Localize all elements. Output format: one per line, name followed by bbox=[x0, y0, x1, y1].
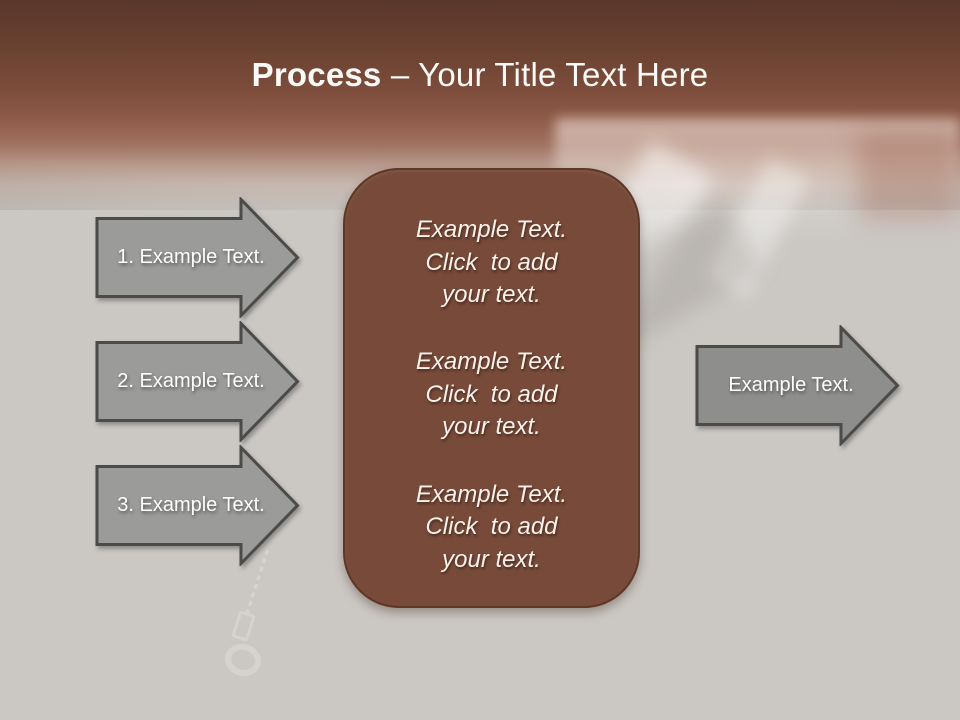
title-keyword: Process bbox=[251, 56, 382, 93]
slide-title: Process – Your Title Text Here bbox=[0, 53, 960, 97]
process-summary-box: Example Text. Click to add your text. Ex… bbox=[343, 168, 640, 608]
watermark-slider bbox=[231, 610, 256, 642]
arrow-output-label: Example Text. bbox=[728, 374, 854, 396]
box-text-block-3: Example Text. Click to add your text. bbox=[415, 480, 568, 573]
background-watermark-zipper bbox=[205, 548, 305, 698]
header-band bbox=[0, 0, 960, 210]
right-arrow-shape bbox=[95, 445, 300, 566]
box-text-block-2: Example Text. Click to add your text. bbox=[415, 348, 568, 441]
process-arrow-output: Example Text. bbox=[695, 325, 901, 446]
arrow-step-3-label: 3. Example Text. bbox=[117, 494, 265, 516]
box-text-block-1: Example Text. Click to add your text. bbox=[415, 216, 568, 308]
right-arrow-shape bbox=[95, 321, 300, 442]
right-arrow-shape bbox=[695, 325, 900, 446]
title-subtitle: – Your Title Text Here bbox=[381, 56, 709, 93]
process-arrow-step-1: 1. Example Text. bbox=[95, 197, 301, 318]
watermark-ring bbox=[221, 639, 265, 681]
arrow-step-2-label: 2. Example Text. bbox=[117, 370, 265, 392]
process-arrow-step-2: 2. Example Text. bbox=[95, 321, 301, 442]
arrow-step-1-label: 1. Example Text. bbox=[117, 246, 265, 268]
process-arrow-step-3: 3. Example Text. bbox=[95, 445, 301, 566]
right-arrow-shape bbox=[95, 197, 300, 318]
